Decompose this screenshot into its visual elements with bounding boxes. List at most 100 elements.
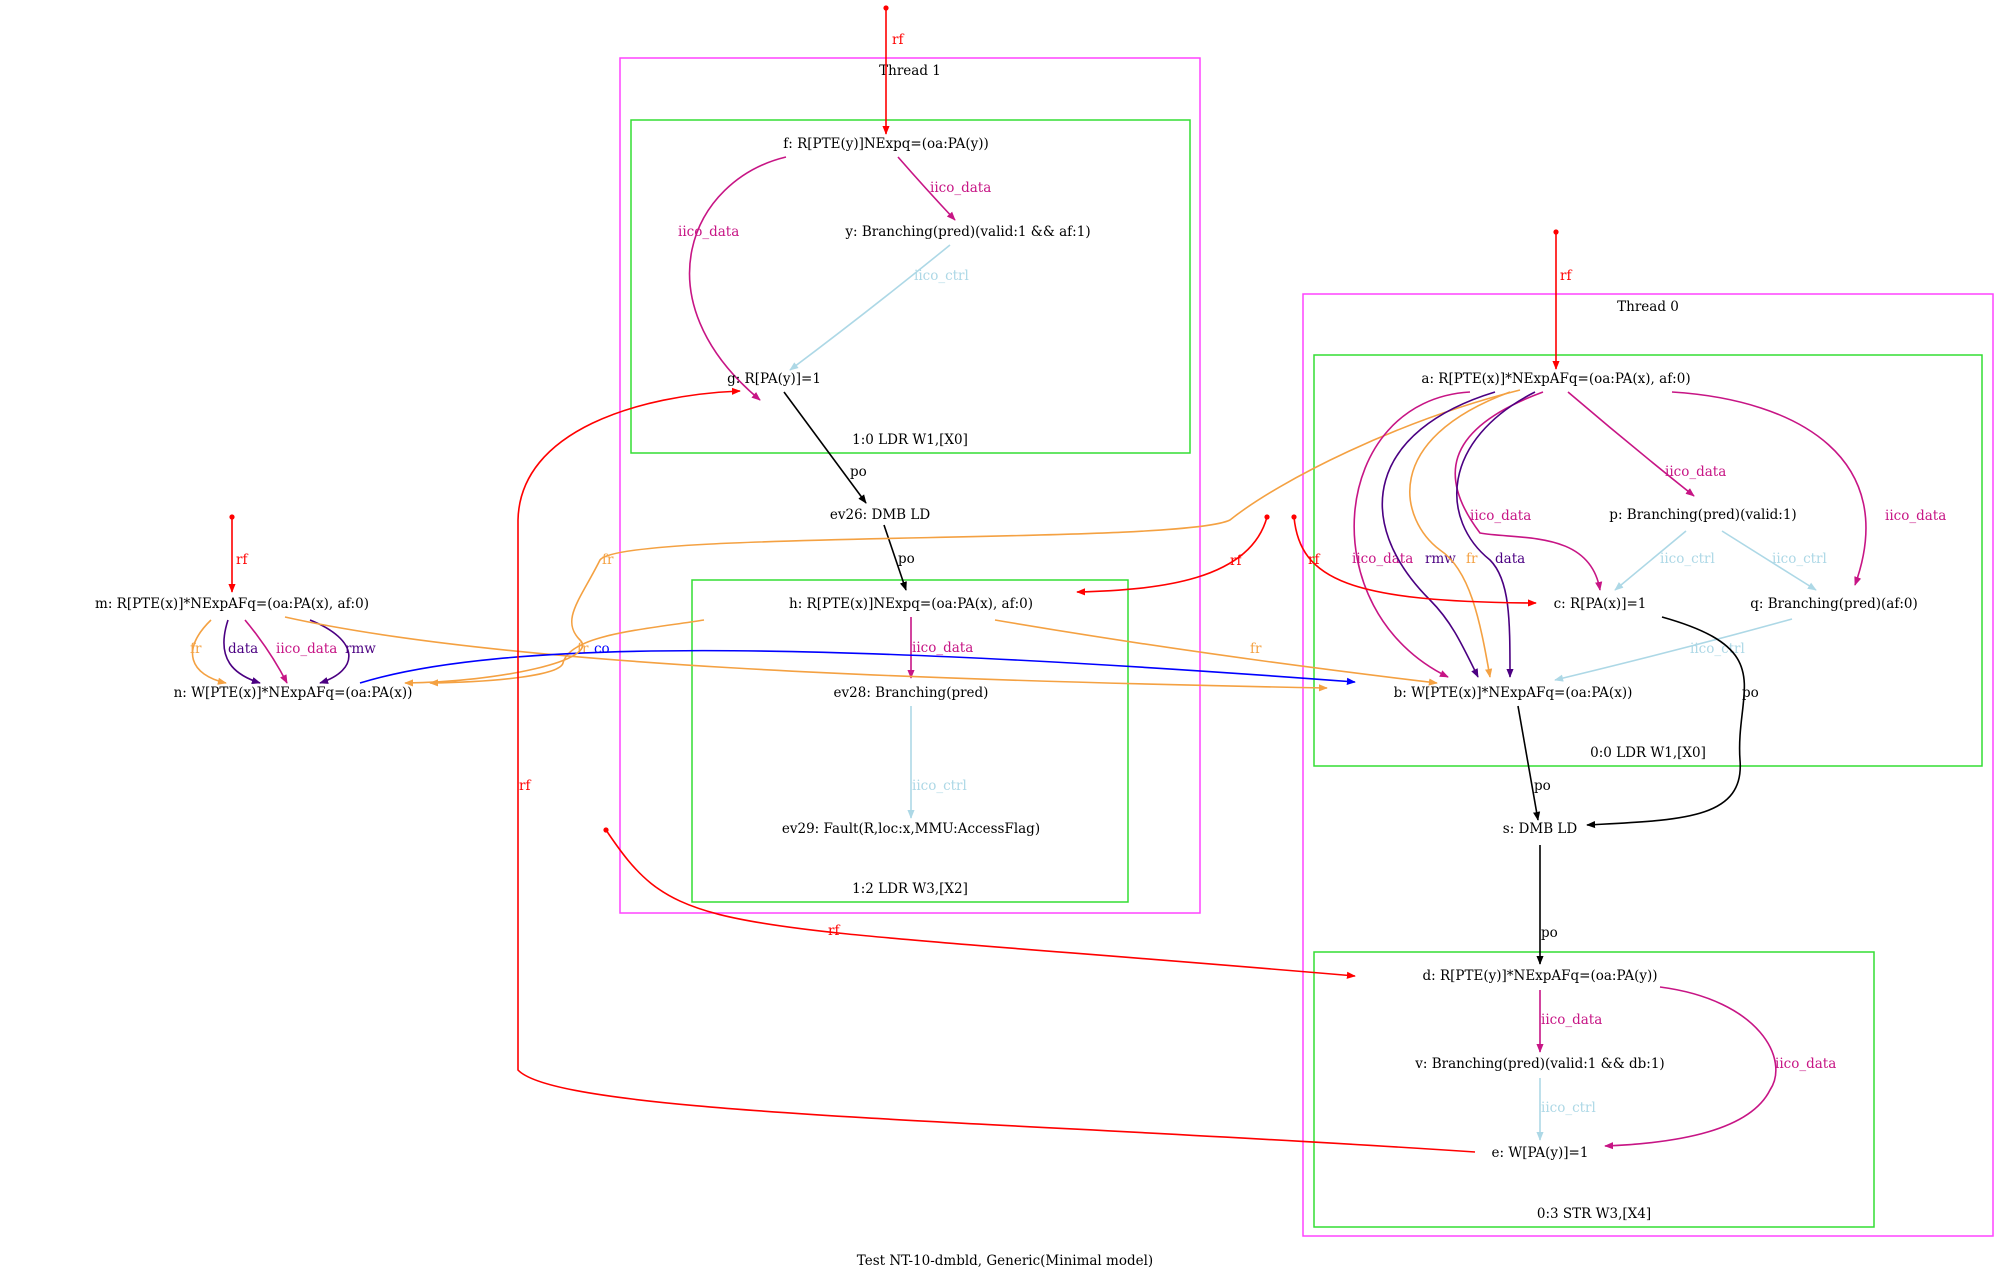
node-e: e: W[PA(y)]=1 — [1492, 1145, 1589, 1161]
instruction-cluster: 1:2 LDR W3,[X2] — [691, 579, 1129, 903]
edge-h-b: fr — [994, 619, 1438, 686]
edge-n-b: co — [359, 641, 1356, 685]
edge-line — [1586, 616, 1746, 829]
instr-0-3-label: 0:3 STR W3,[X4] — [1537, 1206, 1651, 1222]
edge-label: iico_data — [1665, 464, 1726, 480]
node-y: y: Branching(pred)(valid:1 && af:1) — [844, 224, 1090, 240]
node-q: q: Branching(pred)(af:0) — [1750, 596, 1917, 612]
edge-ev26-h: po — [883, 524, 915, 591]
edge-e-g: rf — [517, 387, 1476, 1153]
edge-label: iico_ctrl — [1660, 551, 1715, 567]
edge-line — [1554, 618, 1793, 682]
edge-line — [1076, 516, 1268, 596]
edge-m-n-rmw: rmw — [309, 619, 376, 684]
edge-line — [1409, 391, 1511, 678]
node-h: h: R[PTE(x)]NExpq=(oa:PA(x), af:0) — [789, 596, 1033, 612]
thread0-label: Thread 0 — [1617, 299, 1679, 315]
edge-line — [284, 616, 1328, 692]
edge-m-n-data: data — [223, 619, 261, 684]
edges: rf iico_data iico_data iico_ctrl po po i… — [190, 8, 1946, 1153]
edge-rf-init-d: rf — [605, 829, 1356, 979]
edge-f-g: iico_data — [678, 156, 787, 401]
edge-label: iico_ctrl — [1772, 551, 1827, 567]
edge-label: iico_ctrl — [914, 268, 969, 284]
edge-a-c: iico_data — [1454, 391, 1603, 591]
edge-line — [1671, 391, 1867, 586]
edge-label: iico_ctrl — [912, 778, 967, 794]
thread-cluster: Thread 0 — [1302, 293, 1994, 1237]
edge-label: rf — [236, 552, 248, 568]
init-dot — [1553, 229, 1559, 235]
edge-p-c: iico_ctrl — [1614, 530, 1715, 591]
edge-a-b-data: data — [1456, 391, 1536, 678]
edge-label: po — [850, 464, 867, 480]
node-g: g: R[PA(y)]=1 — [727, 371, 821, 387]
edge-y-g: iico_ctrl — [789, 244, 969, 371]
instruction-cluster: 1:0 LDR W1,[X0] — [630, 119, 1191, 454]
edge-label: po — [1742, 685, 1759, 701]
edge-rf-init-m: rf — [228, 517, 248, 593]
edge-line — [1454, 391, 1603, 591]
init-dot — [1291, 514, 1297, 520]
edge-line — [1456, 391, 1536, 678]
edge-line — [1381, 391, 1496, 678]
edge-p-q: iico_ctrl — [1721, 530, 1827, 591]
edge-label: rf — [1308, 552, 1320, 568]
edge-label: fr — [1250, 641, 1262, 657]
instr-0-0-border — [1313, 354, 1983, 767]
node-a: a: R[PTE(x)]*NExpAFq=(oa:PA(x), af:0) — [1421, 371, 1690, 387]
diagram-caption: Test NT-10-dmbld, Generic(Minimal model) — [857, 1253, 1153, 1269]
edge-label: iico_ctrl — [1690, 641, 1745, 657]
instr-1-2-label: 1:2 LDR W3,[X2] — [852, 881, 968, 897]
instr-0-0-label: 0:0 LDR W1,[X0] — [1590, 745, 1706, 761]
edge-label: iico_data — [1352, 551, 1413, 567]
edge-rf-init-h: rf — [1076, 516, 1268, 596]
node-f: f: R[PTE(y)]NExpq=(oa:PA(y)) — [783, 136, 989, 152]
edge-line — [1293, 516, 1537, 607]
edge-line — [994, 619, 1438, 686]
edge-line — [897, 156, 956, 221]
edge-a-b-rmw: rmw — [1381, 391, 1496, 678]
nodes: f: R[PTE(y)]NExpq=(oa:PA(y)) y: Branchin… — [95, 136, 1918, 1161]
edge-label: iico_data — [1885, 508, 1946, 524]
edge-rf-init-a: rf — [1552, 232, 1572, 370]
edge-line — [783, 391, 867, 504]
edge-m-b — [284, 616, 1328, 692]
edge-label: iico_data — [930, 180, 991, 196]
edge-line — [1517, 705, 1541, 821]
edge-a-b-iico: iico_data — [1352, 391, 1471, 678]
node-ev26: ev26: DMB LD — [830, 507, 930, 523]
edge-m-n-fr: fr — [190, 619, 227, 685]
edge-label: rmw — [345, 641, 376, 657]
edge-label: iico_data — [276, 641, 337, 657]
edge-label: iico_data — [1470, 508, 1531, 524]
edge-label: rf — [519, 778, 531, 794]
edge-line — [191, 619, 227, 685]
edge-line — [359, 649, 1356, 685]
edge-line — [883, 524, 907, 591]
edge-label: fr — [577, 641, 589, 657]
init-dot — [1264, 514, 1270, 520]
node-m: m: R[PTE(x)]*NExpAFq=(oa:PA(x), af:0) — [95, 596, 369, 612]
node-ev28: ev28: Branching(pred) — [834, 685, 989, 701]
edge-label: data — [1495, 551, 1525, 567]
edge-rf-init-f: rf — [882, 8, 904, 135]
edge-line — [1604, 986, 1777, 1150]
edge-label: rf — [892, 32, 904, 48]
edge-g-ev26: po — [783, 391, 867, 504]
node-d: d: R[PTE(y)]*NExpAFq=(oa:PA(y)) — [1422, 968, 1657, 984]
edge-label: iico_data — [1541, 1012, 1602, 1028]
edge-label: rmw — [1425, 551, 1456, 567]
instr-0-3-border — [1313, 951, 1875, 1228]
edge-label: po — [898, 551, 915, 567]
node-ev29: ev29: Fault(R,loc:x,MMU:AccessFlag) — [782, 821, 1040, 837]
edge-line — [1567, 391, 1695, 497]
edge-ev28-ev29: iico_ctrl — [907, 706, 967, 819]
edge-label: co — [594, 641, 610, 657]
edge-v-e: iico_ctrl — [1536, 1078, 1596, 1141]
node-s: s: DMB LD — [1503, 821, 1578, 837]
edge-q-b: iico_ctrl — [1554, 618, 1793, 682]
edge-c-s: po — [1586, 616, 1759, 829]
node-b: b: W[PTE(x)]*NExpAFq=(oa:PA(x)) — [1394, 685, 1633, 701]
edge-a-q: iico_data — [1671, 391, 1946, 586]
